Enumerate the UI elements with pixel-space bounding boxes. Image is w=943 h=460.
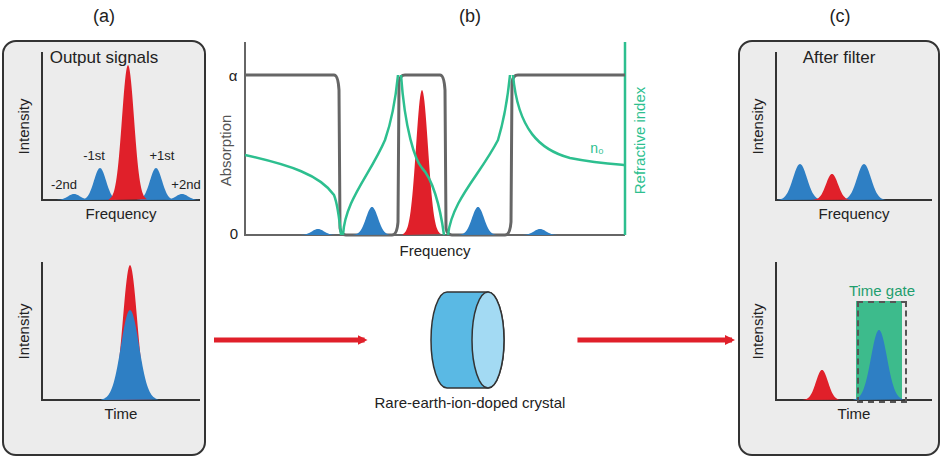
- signal-peak: [803, 370, 841, 400]
- order-label: +1st: [150, 149, 175, 162]
- axis-label: Time: [105, 406, 138, 421]
- order-label: +2nd: [171, 178, 200, 191]
- axis-label: Intensity: [17, 98, 32, 154]
- signal-peak: [813, 174, 851, 200]
- signal-arrow: [577, 338, 732, 343]
- panel-ground: [739, 41, 939, 455]
- order-label: -1st: [83, 149, 105, 162]
- axes: [42, 52, 932, 400]
- axis-label: Intensity: [751, 303, 766, 359]
- crystal: Rare-earth-ion-doped crystal: [371, 392, 570, 413]
- tick-label: 0: [230, 226, 238, 241]
- axis-label: Frequency: [400, 243, 471, 258]
- panel: After filterTime gate: [738, 40, 940, 456]
- axes: [245, 42, 625, 235]
- signal-peak: [778, 164, 823, 200]
- signal-peak: [853, 330, 904, 400]
- panel-heading: Output signals: [4, 48, 204, 68]
- signal-peak: [459, 207, 497, 235]
- signal-peak: [299, 229, 337, 235]
- axis-label: Time: [838, 406, 871, 421]
- panel-letter: (b): [459, 7, 481, 25]
- axis-label: Refractive index: [633, 86, 648, 194]
- signal-peak: [101, 310, 159, 400]
- crystal-label: Rare-earth-ion-doped crystal: [375, 394, 566, 411]
- axis-label: Intensity: [17, 303, 32, 359]
- axis-label: Frequency: [86, 206, 157, 221]
- gate-label: Time gate: [849, 282, 915, 303]
- tick-label: α: [229, 68, 238, 83]
- index-axis: [624, 42, 627, 235]
- signal-peak: [353, 207, 391, 235]
- signal-arrow: [214, 338, 365, 343]
- axis-label: Intensity: [751, 98, 766, 154]
- panel-heading: After filter: [740, 48, 938, 68]
- refractive-index-curve: [245, 75, 625, 235]
- order-label: -2nd: [51, 178, 77, 191]
- signal-peak: [109, 65, 147, 200]
- panel-letter: (a): [93, 7, 115, 25]
- crystal-cylinder: [431, 292, 504, 388]
- absorption-curve: [245, 75, 625, 235]
- curve-label: n₀: [590, 141, 604, 155]
- time-gate: Time gate: [857, 301, 907, 403]
- panel: Output signals: [2, 40, 206, 456]
- axis-label: Absorption: [219, 114, 234, 186]
- signal-peak: [403, 90, 441, 235]
- panel-ground: [3, 41, 205, 455]
- panel-letter: (c): [830, 7, 851, 25]
- axis-label: Frequency: [819, 206, 890, 221]
- signal-peak: [842, 164, 887, 200]
- signal-peak: [521, 229, 559, 235]
